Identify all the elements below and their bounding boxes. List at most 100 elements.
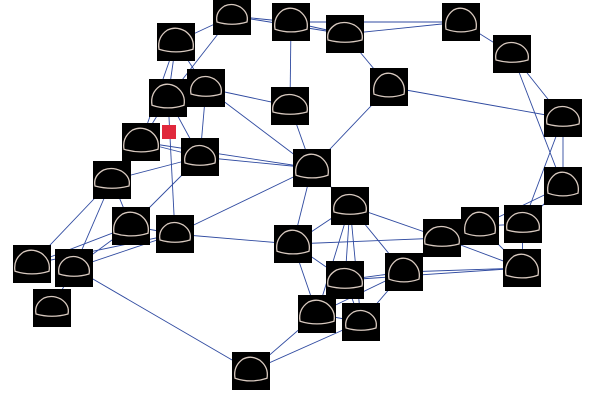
cross-section-outline <box>123 127 159 153</box>
graph-node <box>13 245 51 283</box>
graph-edge <box>344 267 523 281</box>
graph-edge <box>344 21 462 35</box>
graph-node <box>181 138 219 176</box>
cross-section-outline <box>327 21 363 43</box>
cross-section-outline <box>464 211 496 237</box>
graph-node <box>503 249 541 287</box>
graph-edge <box>292 237 443 245</box>
cross-section-outline <box>495 41 529 63</box>
graph-node <box>187 69 225 107</box>
highlight-marker-layer <box>162 125 176 139</box>
graph-edge <box>403 267 523 273</box>
node-thumbnail <box>493 35 531 73</box>
cross-section-outline <box>274 7 308 33</box>
node-thumbnail <box>342 303 380 341</box>
cross-section-outline <box>94 167 130 189</box>
graph-node <box>149 79 187 117</box>
node-thumbnail <box>298 295 336 333</box>
graph-node <box>293 149 331 187</box>
graph-node <box>112 207 150 245</box>
node-thumbnail <box>271 87 309 125</box>
node-thumbnail <box>55 249 93 287</box>
cross-section-outline <box>58 255 90 277</box>
graph-node <box>370 68 408 106</box>
node-thumbnail <box>122 123 160 161</box>
graph-node <box>213 0 251 35</box>
cross-section-outline <box>299 299 335 325</box>
cross-section-outline <box>506 211 540 233</box>
cross-section-outline <box>276 229 310 255</box>
graph-edge <box>174 233 294 245</box>
graph-node <box>423 219 461 257</box>
node-thumbnail <box>385 253 423 291</box>
node-thumbnail <box>442 3 480 41</box>
graph-edge <box>140 141 313 169</box>
graph-node <box>442 3 480 41</box>
node-thumbnail <box>274 225 312 263</box>
cross-section-outline <box>151 83 185 109</box>
node-thumbnail <box>157 23 195 61</box>
graph-node <box>461 207 499 245</box>
graph-edge <box>511 53 564 187</box>
graph-edge <box>31 233 176 265</box>
graph-node <box>272 3 310 41</box>
node-thumbnail <box>504 205 542 243</box>
cross-section-outline <box>113 211 149 237</box>
cross-section-outline <box>35 295 69 317</box>
graph-node <box>156 215 194 253</box>
cross-section-outline <box>333 193 367 215</box>
graph-node <box>93 161 131 199</box>
node-thumbnail <box>423 219 461 257</box>
graph-node <box>33 289 71 327</box>
graph-edge <box>73 267 252 372</box>
node-thumbnail <box>13 245 51 283</box>
graph-node <box>326 15 364 53</box>
node-thumbnail <box>33 289 71 327</box>
graph-node <box>504 205 542 243</box>
cross-section-outline <box>159 221 191 243</box>
cross-section-outline <box>424 225 460 247</box>
highlighted-node-marker <box>162 125 176 139</box>
cross-section-outline <box>234 356 268 382</box>
node-layer <box>13 0 582 390</box>
node-thumbnail <box>326 261 364 299</box>
node-thumbnail <box>272 3 310 41</box>
cross-section-outline <box>216 3 248 25</box>
node-thumbnail <box>461 207 499 245</box>
cross-section-outline <box>373 72 405 98</box>
graph-node <box>326 261 364 299</box>
graph-node <box>274 225 312 263</box>
node-thumbnail <box>232 352 270 390</box>
node-thumbnail <box>331 187 369 225</box>
node-thumbnail <box>213 0 251 35</box>
node-thumbnail <box>156 215 194 253</box>
graph-node <box>544 99 582 137</box>
node-thumbnail <box>544 167 582 205</box>
graph-edge <box>167 97 176 235</box>
cross-section-outline <box>14 249 50 275</box>
graph-edge <box>174 167 313 235</box>
node-thumbnail <box>93 161 131 199</box>
graph-node <box>157 23 195 61</box>
graph-node <box>298 295 336 333</box>
cross-section-outline <box>184 144 216 166</box>
graph-node <box>232 352 270 390</box>
node-thumbnail <box>112 207 150 245</box>
cross-section-outline <box>295 153 329 179</box>
cross-section-outline <box>547 171 579 197</box>
cross-section-outline <box>388 257 420 283</box>
graph-node <box>55 249 93 287</box>
cross-section-outline <box>190 75 222 97</box>
node-thumbnail <box>149 79 187 117</box>
node-thumbnail <box>187 69 225 107</box>
node-thumbnail <box>293 149 331 187</box>
cross-section-outline <box>345 309 377 331</box>
graph-node <box>342 303 380 341</box>
node-thumbnail <box>326 15 364 53</box>
node-thumbnail <box>544 99 582 137</box>
cross-section-outline <box>505 253 539 279</box>
graph-node <box>271 87 309 125</box>
cross-section-outline <box>445 7 477 33</box>
node-thumbnail <box>503 249 541 287</box>
